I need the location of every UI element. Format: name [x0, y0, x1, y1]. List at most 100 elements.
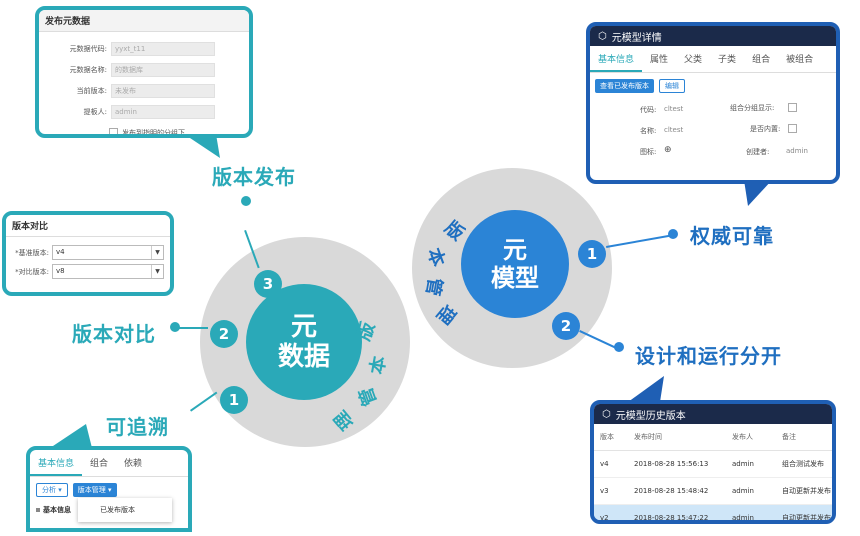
- field-label: 是否内置:: [750, 125, 781, 133]
- field-label: 创建者:: [746, 148, 770, 156]
- edit-button[interactable]: 编辑: [659, 79, 685, 93]
- metadata-core: 元 数据: [246, 284, 362, 400]
- user-cell: admin: [726, 450, 776, 478]
- version-cell: v3: [594, 477, 628, 505]
- tab-basic-info[interactable]: 基本信息: [30, 450, 83, 476]
- metamodel-core-line2: 模型: [491, 264, 539, 292]
- base-version-select[interactable]: v4 ▼: [52, 245, 164, 260]
- trace-tabs: 基本信息 组合 依赖: [30, 450, 188, 477]
- version-manage-button[interactable]: 版本管理 ▾: [72, 483, 117, 497]
- history-table: 版本 发布时间 发布人 备注 v4 2018-08-28 15:56:13 ad…: [594, 424, 832, 520]
- connector-line: [579, 330, 617, 349]
- view-published-button[interactable]: 查看已发布版本: [595, 79, 654, 93]
- publish-group-checkbox[interactable]: [109, 128, 118, 134]
- model-history-panel: ⬡元模型历史版本 版本 发布时间 发布人 备注 v4 2018-08-28 15…: [590, 400, 836, 524]
- label-version-publish: 版本发布: [212, 165, 296, 189]
- form-row: 元数据代码: yyxt_t11: [39, 38, 249, 59]
- chevron-down-icon: ▼: [151, 246, 163, 259]
- compare-panel-title: 版本对比: [6, 215, 170, 237]
- model-detail-tabs: 基本信息 属性 父类 子类 组合 被组合: [590, 46, 836, 73]
- code-field[interactable]: yyxt_t11: [111, 41, 215, 56]
- table-header-row: 版本 发布时间 发布人 备注: [594, 424, 832, 451]
- version-dropdown-menu: 已发布版本: [78, 498, 172, 522]
- label-version-compare: 版本对比: [72, 322, 156, 346]
- field-label: 图标:: [640, 148, 657, 156]
- tag-icon: ⬡: [598, 30, 607, 42]
- note-cell: 自动更新并发布: [776, 504, 832, 520]
- tab-composition[interactable]: 组合: [90, 459, 109, 469]
- form-row: 发布到指明的分组下: [39, 122, 249, 137]
- time-cell: 2018-08-28 15:48:42: [628, 477, 726, 505]
- form-row: *对比版本: v8 ▼: [10, 262, 166, 281]
- table-row[interactable]: v2 2018-08-28 15:47:22 admin 自动更新并发布: [594, 504, 832, 520]
- tab-parent[interactable]: 父类: [684, 55, 703, 65]
- tab-basic-info[interactable]: 基本信息: [590, 46, 643, 72]
- name-field[interactable]: 的数据库: [111, 62, 215, 77]
- label-design-runtime-separation: 设计和运行分开: [635, 344, 782, 368]
- field-label: 元数据名称:: [69, 65, 107, 74]
- group-display-checkbox[interactable]: [788, 103, 797, 112]
- form-row: 元数据名称: 的数据库: [39, 59, 249, 80]
- callout-tail: [50, 424, 92, 448]
- tab-child[interactable]: 子类: [718, 55, 737, 65]
- field-label: *基准版本:: [15, 248, 49, 257]
- field-label: *对比版本:: [15, 267, 49, 276]
- chevron-down-icon: ▼: [151, 265, 163, 278]
- note-cell: 组合测试发布: [776, 450, 832, 478]
- analyze-button[interactable]: 分析 ▾: [36, 483, 68, 497]
- user-cell: admin: [726, 504, 776, 520]
- version-field[interactable]: 未发布: [111, 83, 215, 98]
- target-version-select[interactable]: v8 ▼: [52, 264, 164, 279]
- submitter-field[interactable]: admin: [111, 104, 215, 119]
- compare-panel: 版本对比 *基准版本: v4 ▼ *对比版本: v8 ▼: [2, 211, 174, 296]
- callout-tail: [184, 134, 220, 158]
- field-label: 当前版本:: [76, 86, 107, 95]
- section-label: 基本信息: [43, 506, 71, 514]
- connector-dot: [614, 342, 624, 352]
- name-value: cltest: [664, 126, 684, 134]
- form-row: *基准版本: v4 ▼: [10, 243, 166, 262]
- connector-dot: [241, 196, 251, 206]
- connector-dot: [170, 322, 180, 332]
- column-header: 版本: [594, 424, 628, 451]
- step-badge-1: 1: [578, 240, 606, 268]
- step-badge-1: 1: [220, 386, 248, 414]
- time-cell: 2018-08-28 15:47:22: [628, 504, 726, 520]
- connector-line: [606, 234, 672, 248]
- callout-tail: [628, 376, 664, 402]
- model-icon: ⊕: [664, 145, 672, 155]
- checkbox-label: 发布到指明的分组下: [122, 128, 185, 137]
- builtin-checkbox[interactable]: [788, 124, 797, 133]
- published-version-menu-item[interactable]: 已发布版本: [100, 506, 135, 514]
- version-cell: v4: [594, 450, 628, 478]
- step-badge-2: 2: [210, 320, 238, 348]
- tab-composition[interactable]: 组合: [752, 55, 771, 65]
- field-label: 名称:: [640, 127, 657, 135]
- model-detail-panel: ⬡元模型详情 基本信息 属性 父类 子类 组合 被组合 查看已发布版本 编辑 代…: [586, 22, 840, 184]
- metamodel-core-line1: 元: [503, 236, 527, 264]
- select-value: v8: [56, 267, 65, 275]
- model-detail-header: ⬡元模型详情: [590, 26, 836, 46]
- table-row[interactable]: v3 2018-08-28 15:48:42 admin 自动更新并发布: [594, 477, 832, 505]
- model-history-title: 元模型历史版本: [615, 410, 686, 422]
- metadata-core-line1: 元: [290, 312, 317, 342]
- metamodel-core: 元 模型: [461, 210, 569, 318]
- tab-dependency[interactable]: 依赖: [124, 459, 143, 469]
- tab-composed-by[interactable]: 被组合: [786, 55, 814, 65]
- field-label: 代码:: [640, 106, 657, 114]
- select-value: v4: [56, 248, 65, 256]
- field-label: 提板人:: [83, 107, 107, 116]
- tab-attributes[interactable]: 属性: [650, 55, 669, 65]
- code-value: cltest: [664, 105, 684, 113]
- form-row: 当前版本: 未发布: [39, 80, 249, 101]
- table-row[interactable]: v4 2018-08-28 15:56:13 admin 组合测试发布: [594, 450, 832, 478]
- model-history-header: ⬡元模型历史版本: [594, 404, 832, 424]
- user-cell: admin: [726, 477, 776, 505]
- connector-dot: [668, 229, 678, 239]
- field-label: 组合分组显示:: [730, 104, 775, 112]
- field-label: 元数据代码:: [69, 44, 107, 53]
- connector-line: [190, 391, 218, 412]
- creator-value: admin: [786, 147, 808, 155]
- step-badge-3: 3: [254, 270, 282, 298]
- column-header: 发布人: [726, 424, 776, 451]
